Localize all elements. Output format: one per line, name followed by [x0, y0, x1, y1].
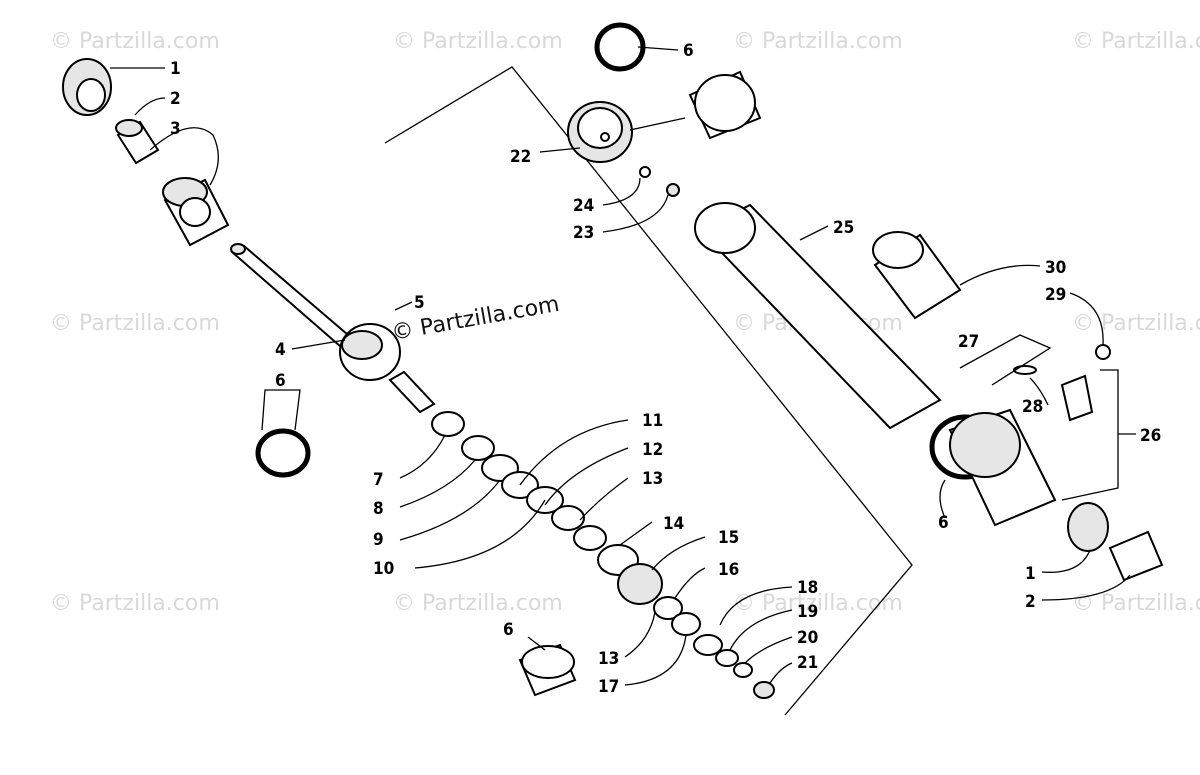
- callout-6: 6: [683, 41, 694, 61]
- callout-23: 23: [573, 223, 594, 243]
- watermark: © Partzilla.com: [733, 29, 903, 54]
- part-25-body-tube: [694, 202, 942, 430]
- leader-lines: [110, 46, 1136, 686]
- watermark: © Partzilla.com: [50, 591, 220, 616]
- part-28-oring: [1013, 365, 1037, 375]
- callout-30: 30: [1045, 258, 1066, 278]
- callout-9: 9: [373, 530, 384, 550]
- callout-4: 4: [275, 340, 286, 360]
- callout-10: 10: [373, 559, 394, 579]
- part-26-bracket: [1061, 369, 1119, 501]
- callout-16: 16: [718, 560, 739, 580]
- callouts: 1 2 3 4 5 6 6 6 6 7 8 9 10 11 12 13 14 1…: [170, 41, 1161, 697]
- part-6-oring-left: [255, 428, 311, 478]
- part-5-shaft-body: [339, 323, 436, 414]
- callout-17: 17: [598, 677, 619, 697]
- callout-1: 1: [1025, 564, 1036, 584]
- watermark: © Partzilla.com: [393, 591, 563, 616]
- watermark: © Partzilla.com: [50, 29, 220, 54]
- callout-11: 11: [642, 411, 663, 431]
- part-30-bushing: [872, 231, 962, 320]
- callout-15: 15: [718, 528, 739, 548]
- callout-1: 1: [170, 59, 181, 79]
- callout-2: 2: [1025, 592, 1036, 612]
- group-box-outline: [384, 66, 913, 716]
- part-27-box: [959, 334, 1052, 386]
- part-29-cap: [1095, 344, 1111, 360]
- watermark: © Partzilla.com: [1072, 591, 1200, 616]
- callout-21: 21: [797, 653, 818, 673]
- part-3-eye: [162, 177, 230, 247]
- callout-25: 25: [833, 218, 854, 238]
- part-23-ball: [666, 183, 680, 197]
- callout-14: 14: [663, 514, 684, 534]
- callout-7: 7: [373, 470, 384, 490]
- part-2-sleeve: [115, 119, 160, 165]
- callout-13: 13: [598, 649, 619, 669]
- callout-2: 2: [170, 89, 181, 109]
- watermarks: © Partzilla.com © Partzilla.com © Partzi…: [50, 29, 1200, 616]
- callout-18: 18: [797, 578, 818, 598]
- callout-12: 12: [642, 440, 663, 460]
- part-6-oring-top: [594, 22, 646, 72]
- callout-6: 6: [938, 513, 949, 533]
- part-22-cap: [567, 101, 633, 163]
- callout-13: 13: [642, 469, 663, 489]
- part-1-bushing: [62, 58, 112, 116]
- callout-24: 24: [573, 196, 594, 216]
- callout-5: 5: [414, 293, 425, 313]
- part-6-band-top: [688, 70, 762, 140]
- callout-26: 26: [1140, 426, 1161, 446]
- piston-stack: [431, 411, 775, 699]
- watermark: © Partzilla.com: [393, 29, 563, 54]
- part-1-bushing-right: [1067, 502, 1109, 552]
- callout-27: 27: [958, 332, 979, 352]
- part-26-reservoir: [948, 408, 1057, 527]
- part-2-sleeve-right: [1108, 530, 1164, 582]
- callout-29: 29: [1045, 285, 1066, 305]
- part-27-valve: [1060, 374, 1094, 422]
- callout-20: 20: [797, 628, 818, 648]
- callout-28: 28: [1022, 397, 1043, 417]
- callout-6: 6: [275, 371, 286, 391]
- watermark: © Partzilla.com: [50, 311, 220, 336]
- callout-6: 6: [503, 620, 514, 640]
- callout-8: 8: [373, 499, 384, 519]
- part-24-ring: [639, 166, 651, 178]
- callout-22: 22: [510, 147, 531, 167]
- part-6-band-bottom: [518, 643, 577, 697]
- watermark: © Partzilla.com: [733, 591, 903, 616]
- callout-19: 19: [797, 602, 818, 622]
- watermark: © Partzilla.com: [1072, 29, 1200, 54]
- watermark: © Partzilla.com: [1072, 311, 1200, 336]
- callout-3: 3: [170, 119, 181, 139]
